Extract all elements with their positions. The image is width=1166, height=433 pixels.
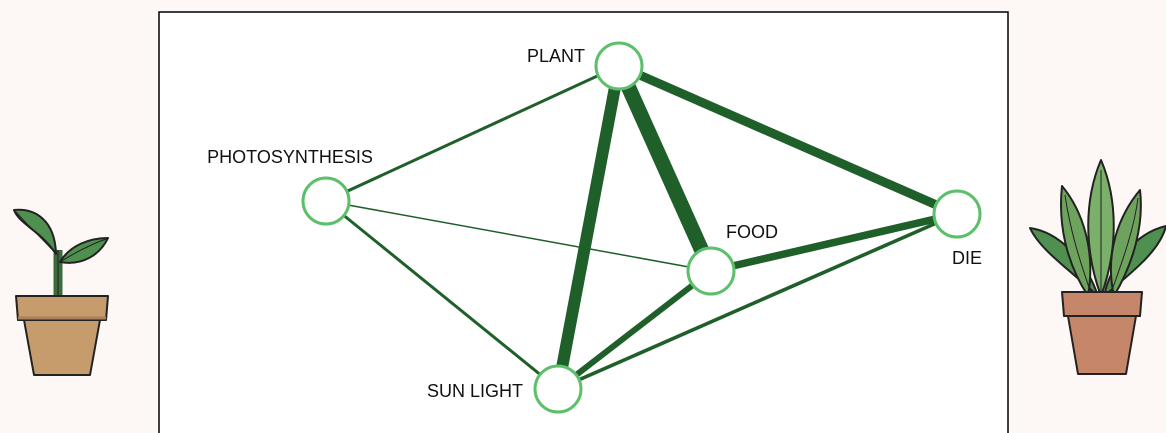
node-photosynthesis (303, 178, 349, 224)
seedling-pot-icon (14, 210, 108, 375)
node-plant (596, 43, 642, 89)
node-food (688, 248, 734, 294)
node-die (934, 191, 980, 237)
node-label-plant: PLANT (527, 46, 585, 66)
node-label-photosynthesis: PHOTOSYNTHESIS (207, 147, 373, 167)
node-label-die: DIE (952, 248, 982, 268)
node-label-sunlight: SUN LIGHT (427, 381, 523, 401)
node-sunlight (535, 366, 581, 412)
leafy-plant-pot-icon (1030, 160, 1166, 374)
node-label-food: FOOD (726, 222, 778, 242)
